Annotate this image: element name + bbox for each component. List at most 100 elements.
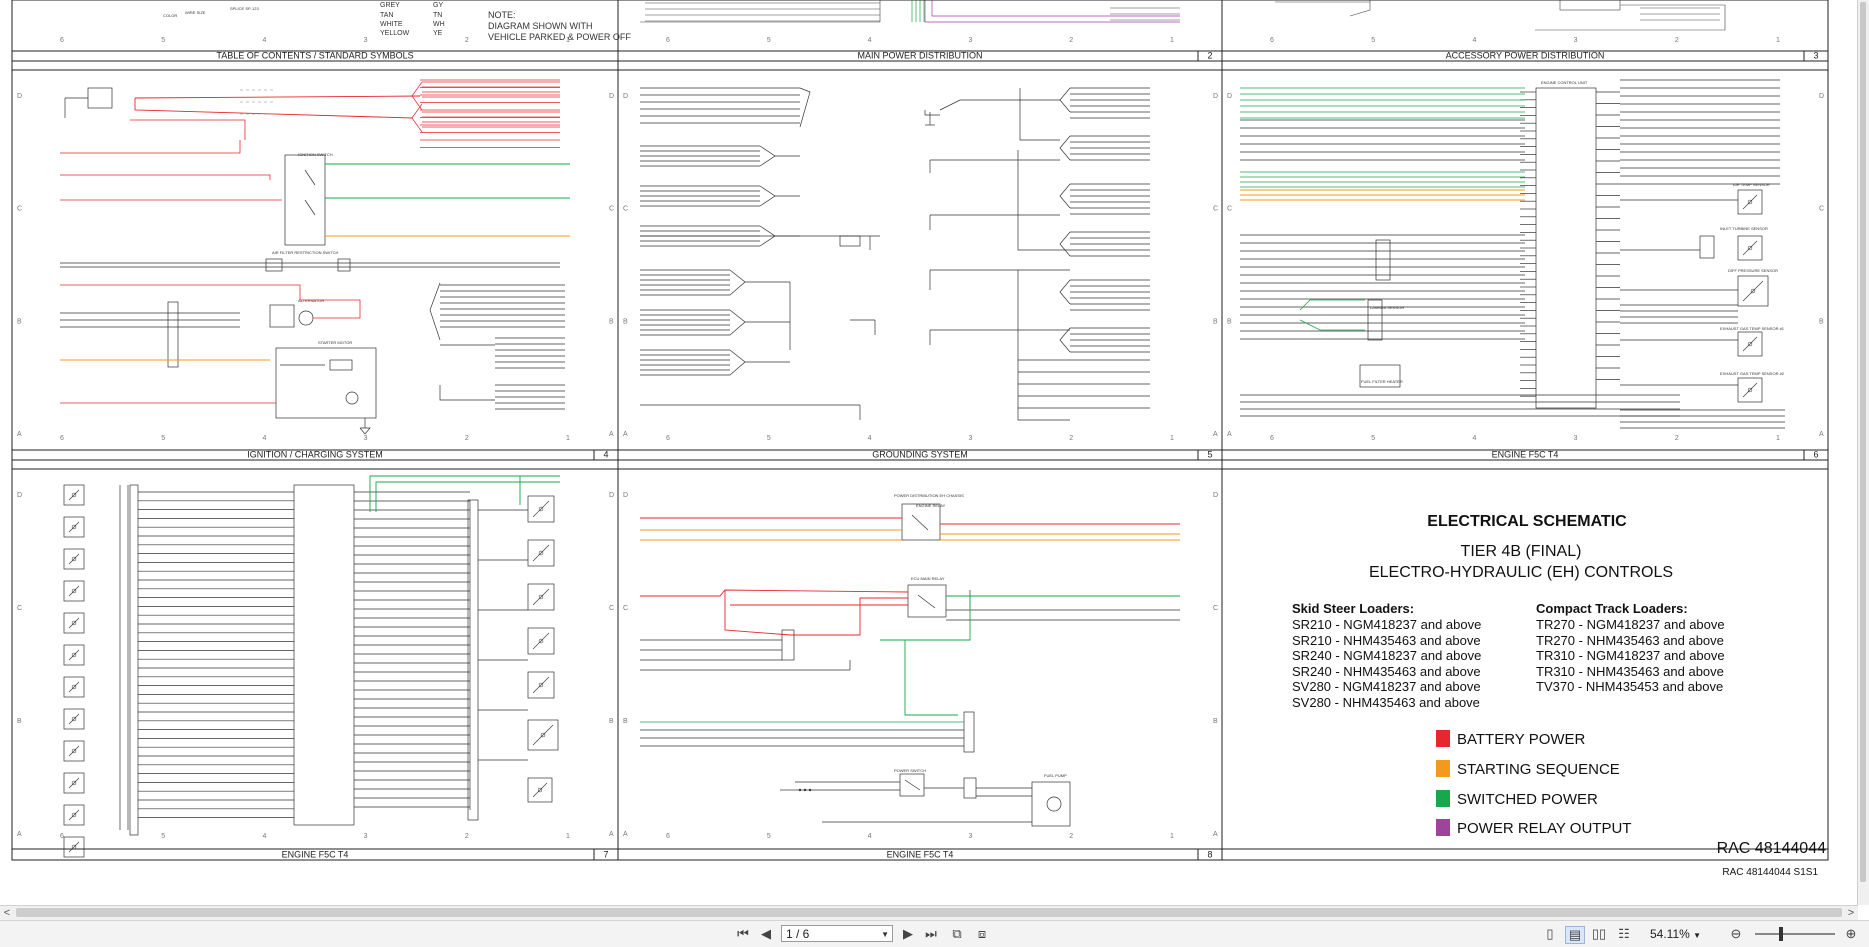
zone-letter: A: [1819, 431, 1824, 438]
next-page-icon[interactable]: ▶: [903, 926, 913, 941]
doc-number: RAC 48144044: [1717, 840, 1827, 857]
grid-number: 2: [1675, 435, 1679, 442]
zoom-value: 54.11%: [1650, 927, 1690, 941]
zone-letter: B: [1213, 318, 1218, 325]
vertical-scrollbar[interactable]: [1857, 0, 1869, 905]
zoom-slider[interactable]: [1755, 927, 1835, 941]
zone-letter: C: [609, 206, 614, 213]
engine-relay-label: ENGINE RELAY: [916, 503, 946, 508]
zone-letter: D: [17, 492, 22, 499]
zone-letter: D: [609, 492, 614, 499]
panel-title: ENGINE F5C T4: [1492, 450, 1559, 460]
zone-letter: C: [17, 605, 22, 612]
legend-label-battery: BATTERY POWER: [1457, 731, 1586, 748]
panel-page-number: 4: [603, 450, 608, 460]
panel-title: IGNITION / CHARGING SYSTEM: [247, 450, 383, 460]
grid-number: 6: [60, 833, 64, 840]
sheet-id: RAC 48144044 S1S1: [1722, 867, 1818, 878]
legend-swatch-relay: [1436, 819, 1450, 836]
grid-number: 4: [262, 435, 266, 442]
grid-number: 3: [968, 435, 972, 442]
panel-page-number: 2: [1207, 51, 1212, 61]
horizontal-scrollbar[interactable]: < >: [0, 905, 1858, 920]
panel-title: TABLE OF CONTENTS / STANDARD SYMBOLS: [216, 51, 413, 61]
grid-number: 5: [767, 435, 771, 442]
grid-number: 6: [60, 435, 64, 442]
zone-letter: A: [609, 831, 614, 838]
document-viewport[interactable]: COLOR WIRE SIZE SPLICE SP-123 GREY TAN W…: [0, 0, 1858, 905]
zone-letter: A: [623, 431, 628, 438]
component-labels: IGNITION SWITCH AIR FILTER RESTRICTION S…: [272, 80, 1785, 778]
grid-number: 4: [1472, 37, 1476, 44]
legend-label-relay: POWER RELAY OUTPUT: [1457, 820, 1631, 837]
ignition-switch-label: IGNITION SWITCH: [298, 152, 333, 157]
grid-number: 3: [364, 37, 368, 44]
two-page-continuous-icon[interactable]: ☷: [1618, 926, 1630, 941]
ecu-relay-label: ECU MAIN RELAY: [911, 576, 945, 581]
fit-width-icon[interactable]: ⧉: [952, 926, 962, 941]
two-page-icon[interactable]: ▯▯: [1591, 926, 1607, 941]
grid-number: 4: [868, 435, 872, 442]
note-line-0: NOTE:: [488, 10, 516, 20]
grid-number: 2: [1069, 833, 1073, 840]
power-dist-label: POWER DISTRIBUTION EH CHASSIS: [894, 493, 964, 498]
schematic-sheet: COLOR WIRE SIZE SPLICE SP-123 GREY TAN W…: [11, 0, 1829, 878]
zone-letter: C: [609, 605, 614, 612]
zoom-slider-handle[interactable]: [1779, 927, 1783, 941]
ctl-model: TV370 - NHM435453 and above: [1536, 679, 1723, 694]
exhaust2-label: EXHAUST GAS TEMP SENSOR #2: [1720, 371, 1785, 376]
air-filter-label: AIR FILTER RESTRICTION SWITCH: [272, 250, 338, 255]
page-number-field[interactable]: 1 / 6 ▼: [781, 925, 893, 942]
horizontal-scroll-thumb[interactable]: [16, 908, 1842, 917]
fuel-heater-label: FUEL FILTER HEATER: [1361, 379, 1403, 384]
zone-letter: D: [623, 492, 628, 499]
title-block: ELECTRICAL SCHEMATIC TIER 4B (FINAL) ELE…: [1292, 513, 1826, 878]
zone-letter: B: [1213, 718, 1218, 725]
ctl-heading: Compact Track Loaders:: [1536, 601, 1688, 616]
chevron-down-icon[interactable]: ▼: [881, 930, 889, 939]
zone-letter: C: [1819, 206, 1824, 213]
tier-subtitle: TIER 4B (FINAL): [1461, 543, 1582, 560]
previous-page-icon[interactable]: ◀: [761, 926, 771, 941]
top-strip: COLOR WIRE SIZE SPLICE SP-123 GREY TAN W…: [163, 0, 1726, 42]
first-page-icon[interactable]: ⏮: [737, 926, 749, 941]
vertical-scroll-thumb[interactable]: [1860, 2, 1866, 882]
zone-letter: D: [1213, 492, 1218, 499]
grid-number: 5: [161, 37, 165, 44]
page-number-value: 1 / 6: [786, 927, 810, 941]
viewer-toolbar: ⏮ ◀ 1 / 6 ▼ ▶ ⏭ ⧉ ⧈ ▯ ▤ ▯▯ ☷ 54.11% ▼ ⊖ ⊕: [0, 920, 1869, 947]
zoom-level[interactable]: 54.11% ▼: [1650, 926, 1730, 942]
wiring: [60, 79, 1785, 858]
diff-pressure-label: DIFF PRESSURE SENSOR: [1728, 268, 1778, 273]
scroll-right-arrow-icon[interactable]: >: [1847, 907, 1855, 919]
grid-number: 4: [868, 37, 872, 44]
chevron-down-icon[interactable]: ▼: [1693, 931, 1702, 940]
color-label: COLOR: [163, 13, 177, 18]
grid-number: 1: [566, 435, 570, 442]
zone-letter: C: [1227, 206, 1232, 213]
zone-letter: A: [1213, 831, 1218, 838]
last-page-icon[interactable]: ⏭: [925, 926, 937, 941]
zone-letter: A: [17, 831, 22, 838]
grid-number: 1: [1170, 435, 1174, 442]
ssl-model: SR210 - NHM435463 and above: [1292, 633, 1481, 648]
single-page-icon[interactable]: ▯: [1546, 926, 1554, 941]
ctl-model: TR270 - NHM435463 and above: [1536, 633, 1724, 648]
grid-number: 6: [666, 435, 670, 442]
legend-color-0: GREY: [380, 2, 400, 9]
zone-letter: A: [1227, 431, 1232, 438]
zone-letter: B: [1819, 318, 1824, 325]
panel-page-number: 3: [1813, 51, 1818, 61]
scroll-left-arrow-icon[interactable]: <: [3, 907, 11, 919]
fuel-pump-label: FUEL PUMP: [1044, 773, 1067, 778]
zone-letter: A: [1213, 431, 1218, 438]
continuous-page-icon[interactable]: ▤: [1565, 926, 1585, 944]
panel-title: ACCESSORY POWER DISTRIBUTION: [1446, 51, 1605, 61]
zone-letter: A: [609, 431, 614, 438]
ssl-model: SV280 - NHM435463 and above: [1292, 695, 1480, 710]
zoom-out-icon[interactable]: ⊖: [1730, 926, 1742, 941]
grid-number: 5: [1371, 435, 1375, 442]
zone-letter: C: [1213, 605, 1218, 612]
zoom-in-icon[interactable]: ⊕: [1845, 926, 1857, 941]
fit-page-icon[interactable]: ⧈: [977, 926, 987, 941]
